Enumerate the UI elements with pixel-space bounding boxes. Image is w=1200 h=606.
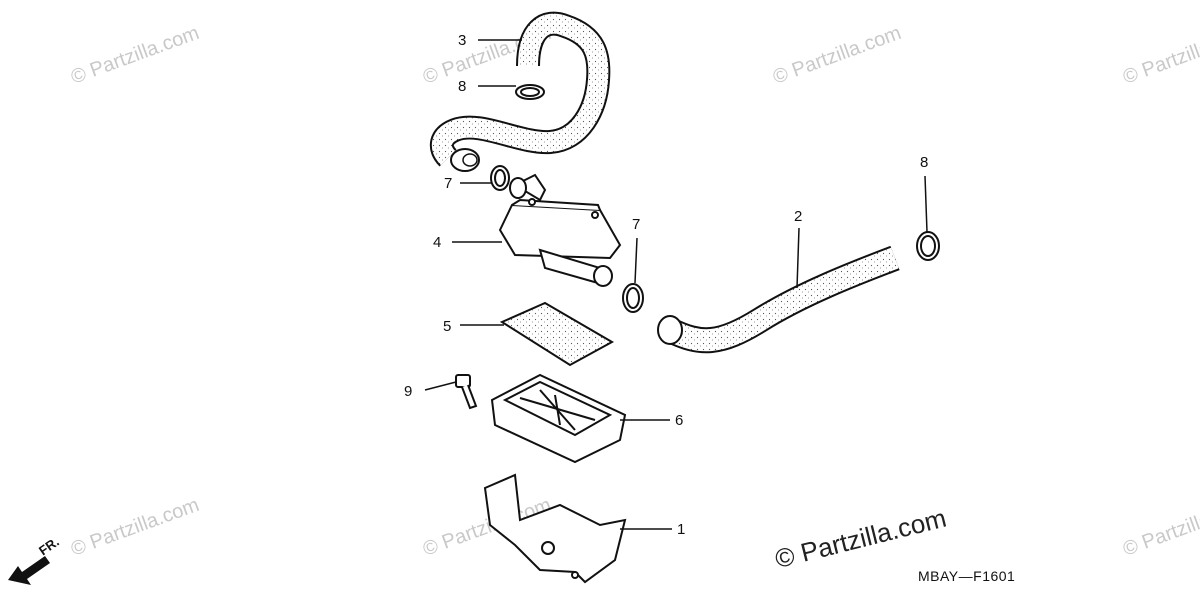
clamp-part-7-left	[490, 165, 510, 191]
callout-8-upper: 8	[458, 78, 467, 95]
valve-part-4	[498, 173, 622, 287]
callout-7-left: 7	[444, 175, 453, 192]
case-part-6	[490, 373, 627, 464]
clamp-part-8-upper	[515, 84, 545, 100]
callout-7-right: 7	[632, 216, 641, 233]
hose-part-3	[429, 11, 611, 172]
bolt-part-9	[455, 374, 478, 410]
hose-part-2	[657, 245, 900, 354]
clamp-part-8-right	[916, 231, 940, 261]
leader-lines	[424, 39, 928, 530]
callout-6: 6	[675, 412, 684, 429]
filter-part-5	[499, 301, 615, 367]
callout-3: 3	[458, 32, 467, 49]
callout-2: 2	[794, 208, 803, 225]
callout-5: 5	[443, 318, 452, 335]
bracket-part-1	[483, 473, 627, 584]
callout-1: 1	[677, 521, 686, 538]
callout-9: 9	[404, 383, 413, 400]
callout-4: 4	[433, 234, 442, 251]
diagram-code: MBAY—F1601	[918, 568, 1016, 584]
clamp-part-7-right	[622, 283, 644, 313]
callout-8-right: 8	[920, 154, 929, 171]
front-arrow-icon	[8, 556, 50, 585]
